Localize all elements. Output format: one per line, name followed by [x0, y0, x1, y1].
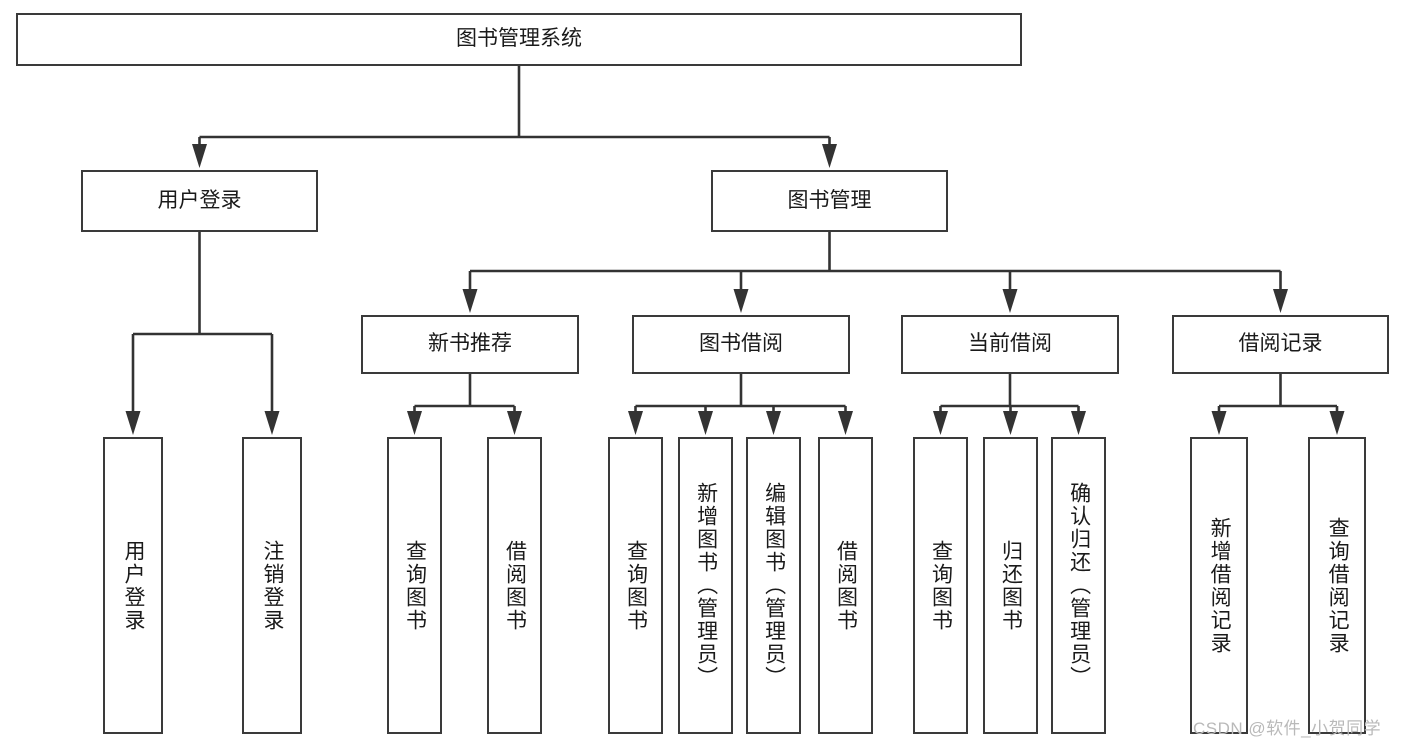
node-leaf-borrow-add[interactable]: 新增图书（管理员）: [678, 437, 733, 734]
node-leaf-cur-return[interactable]: 归还图书: [983, 437, 1038, 734]
node-leaf-cur-query[interactable]: 查询图书: [913, 437, 968, 734]
edge-arrowhead: [1211, 411, 1227, 435]
node-label: 新增借阅记录: [1208, 516, 1232, 655]
node-label: 确认归还（管理员）: [1067, 482, 1091, 689]
edge-arrowhead: [407, 411, 422, 435]
node-leaf-borrow-lend[interactable]: 借阅图书: [818, 437, 873, 734]
node-label: 新书推荐: [428, 332, 512, 356]
node-root[interactable]: 图书管理系统: [16, 13, 1022, 66]
node-label: 新增图书（管理员）: [694, 482, 718, 689]
node-label: 当前借阅: [968, 332, 1052, 356]
node-leaf-rec-query2[interactable]: 查询借阅记录: [1308, 437, 1366, 734]
node-label: 查询图书: [624, 539, 648, 632]
node-leaf-user-login[interactable]: 用户登录: [103, 437, 163, 734]
edge-arrowhead: [1329, 411, 1345, 435]
edge-arrowhead: [1002, 289, 1018, 313]
node-label: 查询图书: [403, 539, 427, 632]
edge-arrowhead: [264, 411, 280, 435]
edge-arrowhead: [628, 411, 643, 435]
edge-arrowhead: [507, 411, 522, 435]
node-book-manage[interactable]: 图书管理: [711, 170, 948, 232]
node-label: 图书管理系统: [456, 27, 582, 51]
node-leaf-rec-borrow[interactable]: 借阅图书: [487, 437, 542, 734]
node-label: 借阅记录: [1238, 332, 1323, 356]
node-label: 用户登录: [122, 539, 146, 632]
node-label: 用户登录: [157, 188, 242, 212]
node-book-borrow[interactable]: 图书借阅: [632, 315, 850, 374]
node-leaf-user-logout[interactable]: 注销登录: [242, 437, 302, 734]
node-label: 编辑图书（管理员）: [762, 482, 786, 689]
node-label: 图书管理: [787, 188, 872, 212]
node-new-book-rec[interactable]: 新书推荐: [361, 315, 579, 374]
node-label: 借阅图书: [834, 539, 858, 632]
edge-arrowhead: [192, 144, 207, 168]
edge-arrowhead: [462, 289, 478, 313]
node-label: 借阅图书: [503, 539, 527, 632]
edge-arrowhead: [766, 411, 781, 435]
node-label: 图书借阅: [699, 332, 783, 356]
edge-arrowhead: [933, 411, 948, 435]
node-label: 查询图书: [929, 539, 953, 632]
edge-arrowhead: [1003, 411, 1018, 435]
node-borrow-record[interactable]: 借阅记录: [1172, 315, 1389, 374]
node-current-borrow[interactable]: 当前借阅: [901, 315, 1119, 374]
node-label: 注销登录: [261, 539, 285, 632]
node-leaf-rec-add[interactable]: 新增借阅记录: [1190, 437, 1248, 734]
edge-arrowhead: [1071, 411, 1086, 435]
edge-arrowhead: [838, 411, 853, 435]
edge-arrowhead: [822, 144, 837, 168]
node-leaf-cur-confirm[interactable]: 确认归还（管理员）: [1051, 437, 1106, 734]
node-leaf-rec-query[interactable]: 查询图书: [387, 437, 442, 734]
edge-arrowhead: [125, 411, 141, 435]
edge-arrowhead: [698, 411, 713, 435]
node-label: 查询借阅记录: [1326, 516, 1350, 655]
node-user-login[interactable]: 用户登录: [81, 170, 318, 232]
node-label: 归还图书: [999, 539, 1023, 632]
node-leaf-borrow-edit[interactable]: 编辑图书（管理员）: [746, 437, 801, 734]
edge-arrowhead: [733, 289, 749, 313]
node-leaf-borrow-query[interactable]: 查询图书: [608, 437, 663, 734]
edge-arrowhead: [1273, 289, 1288, 313]
